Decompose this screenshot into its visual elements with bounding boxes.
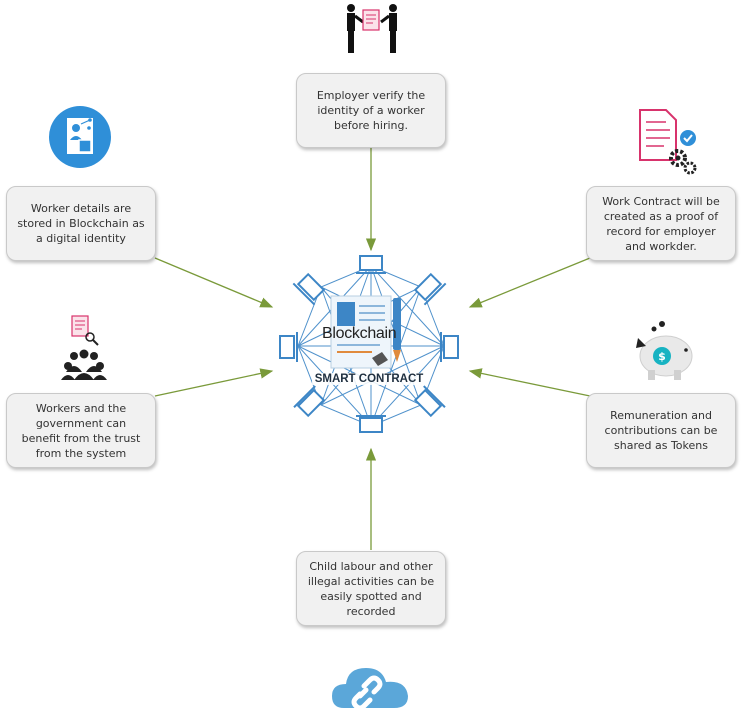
box-worker-details: Worker details are stored in Blockchain … [6,186,156,261]
box-remuneration: Remuneration and contributions can be sh… [586,393,736,468]
laptop-node-icon [279,332,298,362]
box-remuneration-text: Remuneration and contributions can be sh… [604,409,718,452]
contract-gears-icon [639,109,697,175]
arrow-top-right [468,257,591,308]
laptop-node-icon [413,385,446,418]
cloud-link-icon [332,668,408,711]
box-child-labour: Child labour and other illegal activitie… [296,551,446,626]
digital-identity-icon [49,106,111,168]
arrow-bottom-left [154,368,274,397]
svg-text:$: $ [658,350,666,363]
piggy-bank-coin-icon: $ [636,321,693,380]
box-workers-government: Workers and the government can benefit f… [6,393,156,468]
box-employer-verify-text: Employer verify the identity of a worker… [316,89,426,132]
smart-contract-label: SMART CONTRACT [312,373,426,385]
box-employer-verify: Employer verify the identity of a worker… [296,73,446,148]
laptop-node-icon [413,272,447,306]
arrow-top-left [154,257,274,308]
laptop-node-icon [292,272,326,306]
smart-contract-document-icon [330,295,401,369]
laptop-node-icon [293,385,326,418]
box-worker-details-text: Worker details are stored in Blockchain … [17,202,145,245]
box-work-contract: Work Contract will be created as a proof… [586,186,736,261]
laptop-node-icon [440,332,459,362]
box-child-labour-text: Child labour and other illegal activitie… [307,559,435,618]
box-workers-government-text: Workers and the government can benefit f… [21,401,141,460]
arrow-bottom-right [468,368,591,397]
box-work-contract-text: Work Contract will be created as a proof… [602,194,720,253]
laptop-node-icon [356,415,386,433]
handshake-document-icon [347,4,397,53]
laptop-node-icon [356,255,386,274]
people-search-icon [61,315,107,380]
blockchain-label: Blockchain [322,325,397,342]
